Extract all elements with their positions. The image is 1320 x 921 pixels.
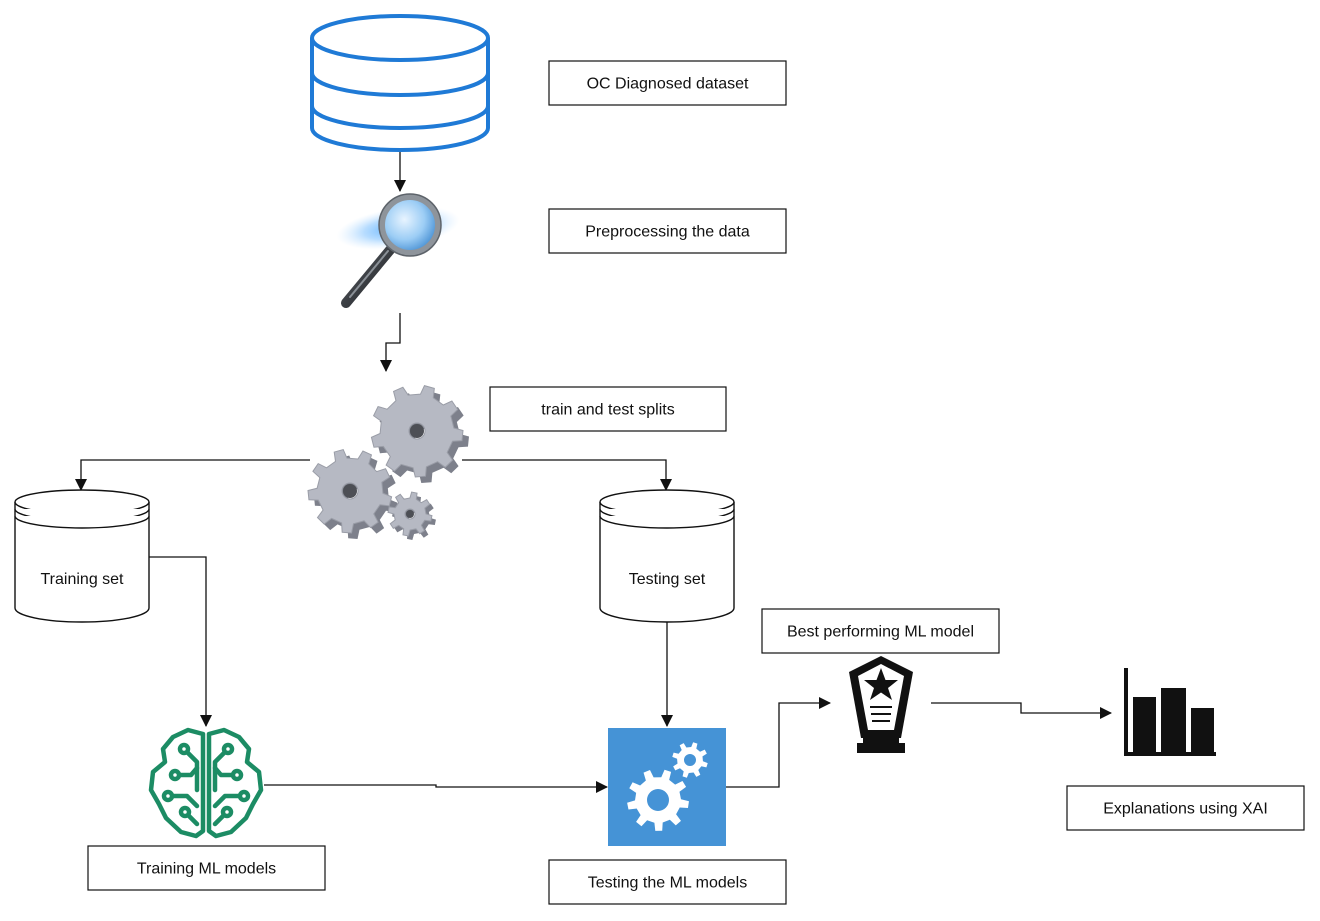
brain-circuit-icon: [148, 727, 264, 839]
connectors: [75, 150, 1112, 793]
arrow-testing-models-to-best-model: [726, 697, 831, 788]
arrow-best-model-to-xai: [931, 702, 1112, 719]
testing-models-label-box: Testing the ML models: [548, 859, 787, 905]
arrow-splits-to-testing-set: [462, 459, 672, 491]
splits-label: train and test splits: [541, 402, 674, 419]
best-model-label: Best performing ML model: [787, 624, 974, 641]
training-models-label-box: Training ML models: [87, 845, 326, 891]
training-set-cylinder: Training set: [14, 489, 150, 623]
testing-set-cylinder: Testing set: [599, 489, 735, 623]
gears-icon: [307, 385, 469, 540]
xai-label: Explanations using XAI: [1103, 801, 1268, 818]
xai-label-box: Explanations using XAI: [1066, 785, 1305, 831]
dataset-label-box: OC Diagnosed dataset: [548, 60, 787, 106]
training-models-label: Training ML models: [137, 861, 276, 878]
best-model-label-box: Best performing ML model: [761, 608, 1000, 654]
trophy-icon: [849, 656, 913, 753]
bar-chart-icon: [1124, 668, 1216, 756]
settings-gears-icon: [608, 728, 726, 846]
testing-set-label: Testing set: [629, 571, 706, 588]
preprocessing-label: Preprocessing the data: [585, 224, 750, 241]
dataset-label: OC Diagnosed dataset: [587, 76, 749, 93]
testing-models-label: Testing the ML models: [588, 875, 747, 892]
magnifier-icon: [336, 193, 460, 308]
splits-label-box: train and test splits: [489, 386, 727, 432]
training-set-label: Training set: [41, 571, 125, 588]
arrow-training-set-to-training-models: [149, 556, 212, 727]
arrow-training-models-to-testing-models: [264, 781, 608, 793]
arrow-splits-to-training-set: [75, 459, 310, 491]
database-icon: [310, 14, 490, 152]
arrow-preprocessing-to-splits: [380, 313, 401, 372]
preprocessing-label-box: Preprocessing the data: [548, 208, 787, 254]
